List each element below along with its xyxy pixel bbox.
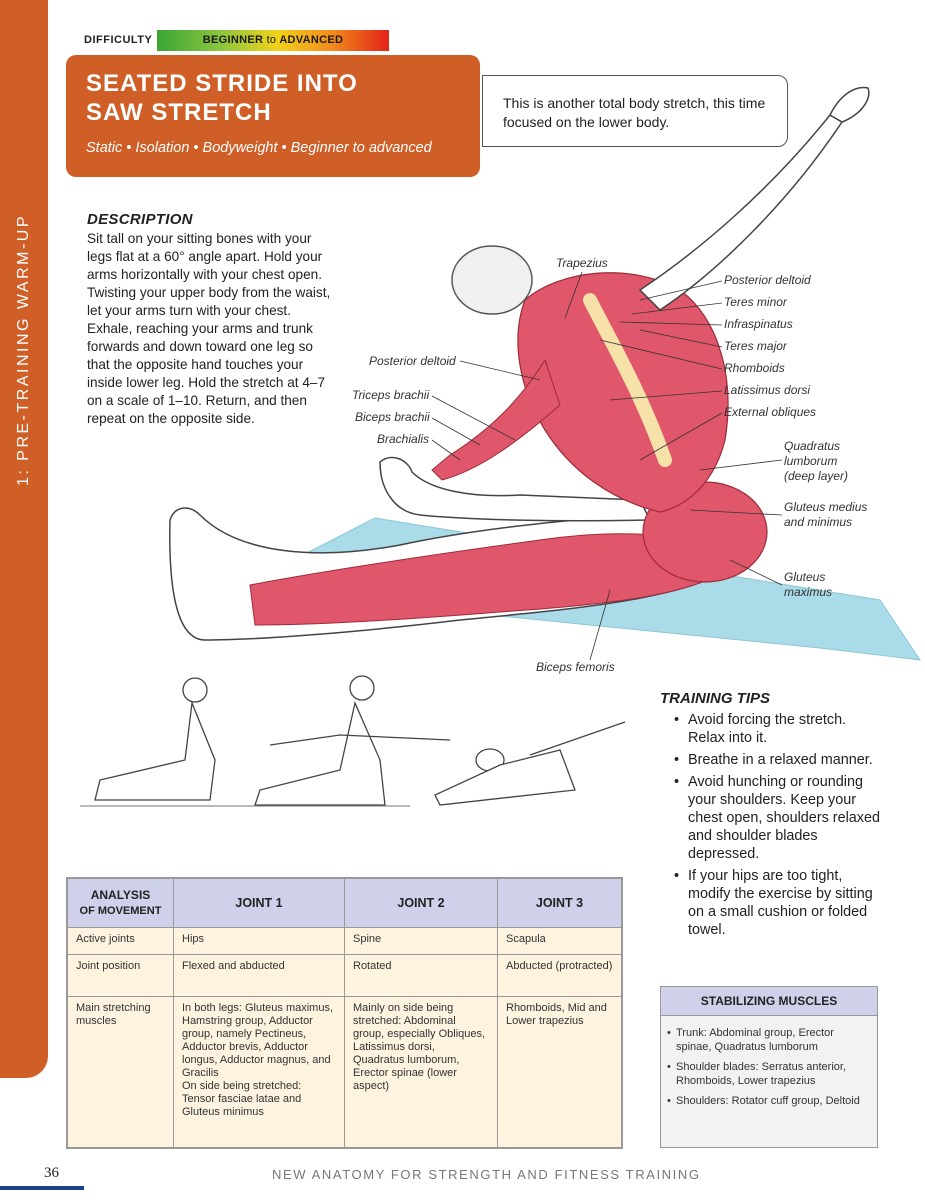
title-box: SEATED STRIDE INTO SAW STRETCH Static • … [66,55,480,177]
figure3-body [434,749,576,806]
table-cell: In both legs: Gluteus maximus, Hamstring… [173,996,345,1148]
label-gluteus-medius-1: Gluteus medius [784,500,868,514]
label-gluteus-maximus-2: maximus [784,585,833,599]
label-quadratus-1: Quadratus [784,439,841,453]
table-row: Main stretching muscles In both legs: Gl… [67,996,622,1148]
table-cell: Rhomboids, Mid and Lower trapezius [497,996,622,1148]
table-cell: Hips [173,927,345,955]
row-label: Main stretching muscles [67,996,174,1148]
difficulty-bar: BEGINNER to ADVANCED [157,30,389,51]
table-cell: Mainly on side being stretched: Abdomina… [344,996,498,1148]
cell-text: In both legs: Gluteus maximus, Hamstring… [182,1002,334,1079]
training-tips-heading: TRAINING TIPS [660,690,771,707]
far-leg-outline [379,456,652,522]
lower-arm [431,358,561,481]
figure3-arm [529,721,626,756]
label-posterior-deltoid-right: Posterior deltoid [724,273,811,287]
footer-rule [0,1186,84,1190]
training-tip: Avoid hunching or rounding your shoulder… [668,773,880,863]
training-tip: If your hips are too tight, modify the e… [668,867,880,939]
label-biceps-femoris: Biceps femoris [536,660,615,674]
table-row: Active joints Hips Spine Scapula [67,927,622,955]
intro-box: This is another total body stretch, this… [482,75,788,147]
table-header-joint2: JOINT 2 [344,878,498,928]
label-infraspinatus: Infraspinatus [724,317,793,331]
label-quadratus-2: lumborum [784,454,838,468]
table-cell: Rotated [344,954,498,997]
label-biceps-brachii: Biceps brachii [355,410,430,424]
row-label: Joint position [67,954,174,997]
page-number: 36 [44,1165,59,1181]
sequence-figures [94,675,626,806]
label-posterior-deltoid-left: Posterior deltoid [369,354,456,368]
intro-text: This is another total body stretch, this… [503,95,766,130]
training-tip: Breathe in a relaxed manner. [668,751,880,769]
stabilizing-muscles-box: STABILIZING MUSCLES Trunk: Abdominal gro… [660,986,878,1148]
table-cell: Scapula [497,927,622,955]
figure1-head [182,677,208,703]
training-tips-list: Avoid forcing the stretch. Relax into it… [668,711,880,943]
training-tip: Avoid forcing the stretch. Relax into it… [668,711,880,747]
stabilizing-item: Shoulders: Rotator cuff group, Deltoid [667,1094,871,1108]
table-cell: Flexed and abducted [173,954,345,997]
description-text: Sit tall on your sitting bones with your… [87,231,331,426]
difficulty-level-end: ADVANCED [279,34,344,46]
stabilizing-heading: STABILIZING MUSCLES [661,987,877,1016]
label-teres-minor: Teres minor [724,295,787,309]
label-gluteus-medius-2: and minimus [784,515,853,529]
analysis-table: ANALYSIS OF MOVEMENT JOINT 1 JOINT 2 JOI… [66,877,623,1149]
anatomy-illustration [80,86,922,807]
stabilizing-item: Shoulder blades: Serratus anterior, Rhom… [667,1060,871,1088]
book-title: NEW ANATOMY FOR STRENGTH AND FITNESS TRA… [272,1167,701,1182]
table-header-joint1: JOINT 1 [173,878,345,928]
spine-line [583,293,672,467]
label-gluteus-maximus-1: Gluteus [784,570,826,584]
difficulty-level-start: BEGINNER [202,34,264,46]
label-external-obliques: External obliques [724,405,817,419]
leader-lines [431,271,783,661]
label-brachialis: Brachialis [377,432,430,446]
row-label: Active joints [67,927,174,955]
upper-hand [829,86,870,123]
table-header-joint3: JOINT 3 [497,878,622,928]
table-header-analysis: ANALYSIS OF MOVEMENT [67,878,174,928]
label-trapezius: Trapezius [556,256,608,270]
page-title: SEATED STRIDE INTO SAW STRETCH [86,70,358,126]
head [451,245,533,315]
description-heading: DESCRIPTION [87,211,193,228]
figure2-arms [269,734,451,746]
exercise-subtitle: Static • Isolation • Bodyweight • Beginn… [86,140,432,156]
chapter-side-tab: 1: PRE-TRAINING WARM-UP [0,0,48,1078]
table-header-row: ANALYSIS OF MOVEMENT JOINT 1 JOINT 2 JOI… [67,878,622,928]
torso-muscles [517,272,729,513]
figure2-body [254,700,386,806]
label-teres-major: Teres major [724,339,787,353]
analysis-header-line2: OF MOVEMENT [79,904,162,917]
table-row: Joint position Flexed and abducted Rotat… [67,954,622,997]
figure1-body [94,700,216,801]
stabilizing-list: Trunk: Abdominal group, Erector spinae, … [661,1016,877,1108]
label-rhomboids: Rhomboids [724,361,785,375]
table-cell: Abducted (protracted) [497,954,622,997]
label-triceps-brachii: Triceps brachii [352,388,430,402]
stabilizing-item: Trunk: Abdominal group, Erector spinae, … [667,1026,871,1054]
label-quadratus-3: (deep layer) [784,469,849,483]
difficulty-label: DIFFICULTY [84,34,153,46]
cell-text-extra: On side being stretched: Tensor fasciae … [182,1080,302,1118]
figure2-head [349,675,375,701]
label-latissimus-dorsi: Latissimus dorsi [724,383,811,397]
difficulty-level-to: to [266,34,277,46]
analysis-header-line1: ANALYSIS [90,887,151,902]
table-cell: Spine [344,927,498,955]
